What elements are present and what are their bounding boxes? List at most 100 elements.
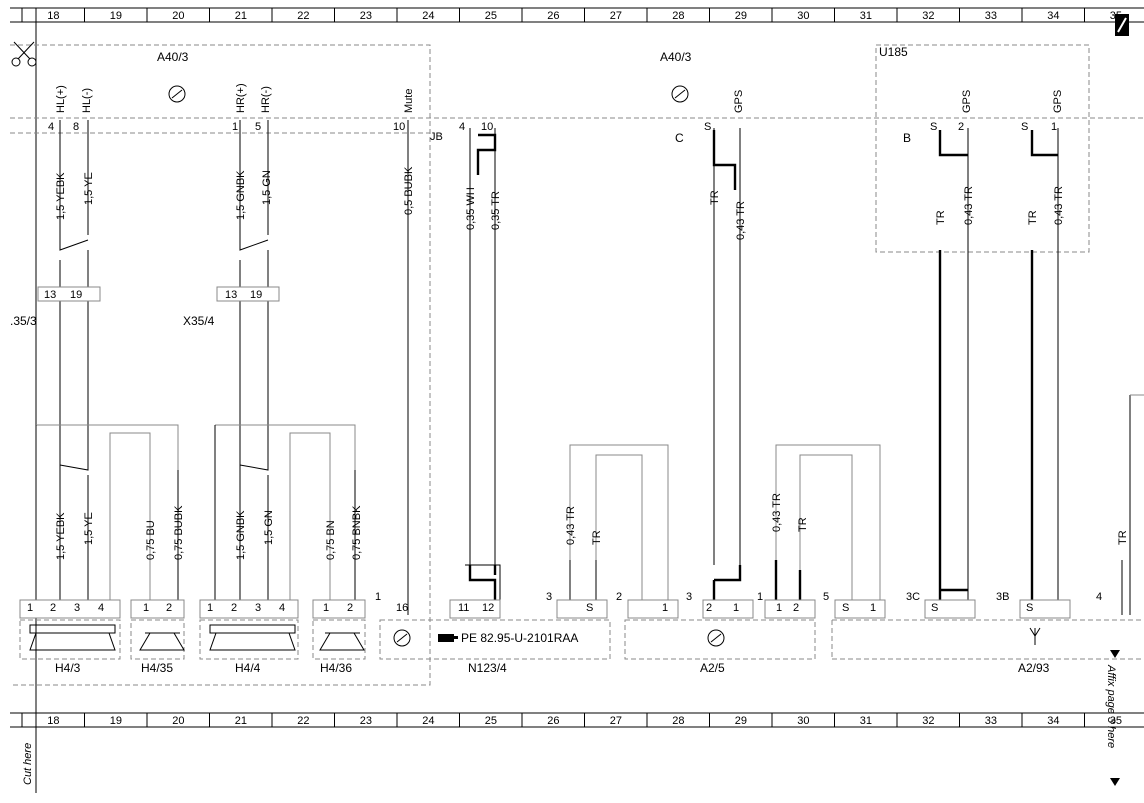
component-label: H4/4 <box>235 661 261 675</box>
pin-num: 3 <box>74 602 80 614</box>
arrow-down-icon <box>1110 650 1120 786</box>
pin-num: 10 <box>481 121 493 133</box>
grid-number: 34 <box>1047 10 1059 22</box>
wire-label: 1,5 YEBK <box>55 172 67 220</box>
pin-hr-plus: HR(+) <box>235 83 247 113</box>
grid-number: 32 <box>922 10 934 22</box>
reference-label: PE 82.95-U-2101RAA <box>461 631 578 645</box>
grid-number: 21 <box>235 10 247 22</box>
pin-num: 2 <box>616 591 622 603</box>
bottom-ruler <box>10 712 1144 728</box>
pin-num: 1 <box>776 602 782 614</box>
grid-number: 22 <box>297 715 309 727</box>
grid-number: 24 <box>422 715 434 727</box>
pin-num: 2 <box>50 602 56 614</box>
pin-num: 1 <box>232 121 238 133</box>
wire-label: 1,5 GN <box>263 510 275 545</box>
pin-num: 1 <box>207 602 213 614</box>
grid-number: 29 <box>735 10 747 22</box>
wire-label: 1,5 GNBK <box>235 510 247 560</box>
wire-label: TR <box>1117 530 1129 545</box>
grid-number: 23 <box>360 10 372 22</box>
scissors-icon <box>11 41 37 67</box>
wire-label: 0,35 TR <box>490 191 502 230</box>
affix-text: Affix page 3 here <box>1105 664 1117 748</box>
pin-num: 2 <box>793 602 799 614</box>
grid-number: 23 <box>360 715 372 727</box>
wire-label: TR <box>797 517 809 532</box>
wire-label: 0,43 TR <box>771 493 783 532</box>
pin-num: S <box>1026 602 1033 614</box>
pin-num: 1 <box>870 602 876 614</box>
top-pin-numbers: 4 8 1 5 10 JB 4 10 C S B S 2 S 1 <box>48 121 1057 145</box>
grid-number: 29 <box>735 715 747 727</box>
connector-label: .35/3 <box>10 314 37 328</box>
pen-icon <box>1115 14 1129 36</box>
grid-number: 21 <box>235 715 247 727</box>
module-label-a40-right: A40/3 <box>660 50 692 64</box>
pin-num: 4 <box>48 121 54 133</box>
pin-num: 2 <box>706 602 712 614</box>
wire-label: 0,43 TR <box>1053 186 1065 225</box>
grid-number: 31 <box>860 10 872 22</box>
pointing-hand-icon <box>438 634 458 642</box>
top-ruler <box>10 7 1144 23</box>
pin-num: S <box>931 602 938 614</box>
wire-label: TR <box>1027 210 1039 225</box>
pin-num: 16 <box>396 602 408 614</box>
grid-number: 34 <box>1047 715 1059 727</box>
pin-num: JB <box>430 131 443 143</box>
pin-num: 10 <box>393 121 405 133</box>
pin-num: 3C <box>906 591 920 603</box>
pin-num: 13 <box>225 289 237 301</box>
pin-num: 3 <box>546 591 552 603</box>
pin-num: 11 <box>458 602 469 614</box>
connector-label: X35/4 <box>183 314 215 328</box>
wire-label: 1,5 YE <box>83 172 95 205</box>
wire-label: 1,5 YE <box>83 512 95 545</box>
wire-label: 1,5 GNBK <box>235 170 247 220</box>
grid-number: 33 <box>985 715 997 727</box>
pin-num: S <box>704 121 711 133</box>
pin-hl-minus: HL(-) <box>81 88 93 113</box>
wire-label: TR <box>935 210 947 225</box>
wire-label: 0,75 BNBK <box>351 505 363 560</box>
grid-number: 32 <box>922 715 934 727</box>
wire-labels-lower: 1,5 YEBK 1,5 YE 0,75 BU 0,75 BUBK 1,5 GN… <box>55 493 1129 560</box>
pin-num: 19 <box>250 289 262 301</box>
speaker-icon <box>29 624 1041 651</box>
wire-label: TR <box>709 190 721 205</box>
ruler-ticks <box>21 8 1085 727</box>
grid-number: 25 <box>485 715 497 727</box>
grid-number: 25 <box>485 10 497 22</box>
pin-num: 2 <box>958 121 964 133</box>
pin-num: 1 <box>733 602 739 614</box>
pin-num: 1 <box>375 591 381 603</box>
component-label: H4/3 <box>55 661 81 675</box>
wire-label: 0,75 BUBK <box>173 505 185 560</box>
wire-label: 1,5 GN <box>261 170 273 205</box>
pin-num: 3B <box>996 591 1009 603</box>
pin-gps-3: GPS <box>1052 90 1064 113</box>
component-label: A2/93 <box>1018 661 1050 675</box>
component-label: H4/35 <box>141 661 173 675</box>
pin-num: 4 <box>98 602 104 614</box>
grid-number: 33 <box>985 10 997 22</box>
wire-label: 0,43 TR <box>735 201 747 240</box>
component-label: H4/36 <box>320 661 352 675</box>
pin-num: 13 <box>44 289 56 301</box>
cut-here-text: Cut here <box>22 743 34 785</box>
grid-number: 30 <box>797 715 809 727</box>
grid-number: 22 <box>297 10 309 22</box>
grid-number: 31 <box>860 715 872 727</box>
pin-num: 2 <box>166 602 172 614</box>
grid-number: 35 <box>1110 715 1122 727</box>
wires <box>35 120 1144 615</box>
pin-num: 1 <box>143 602 149 614</box>
grid-number: 26 <box>547 10 559 22</box>
top-pin-names: HL(+) HL(-) HR(+) HR(-) Mute GPS GPS GPS <box>55 83 1064 113</box>
pin-num: 1 <box>27 602 33 614</box>
